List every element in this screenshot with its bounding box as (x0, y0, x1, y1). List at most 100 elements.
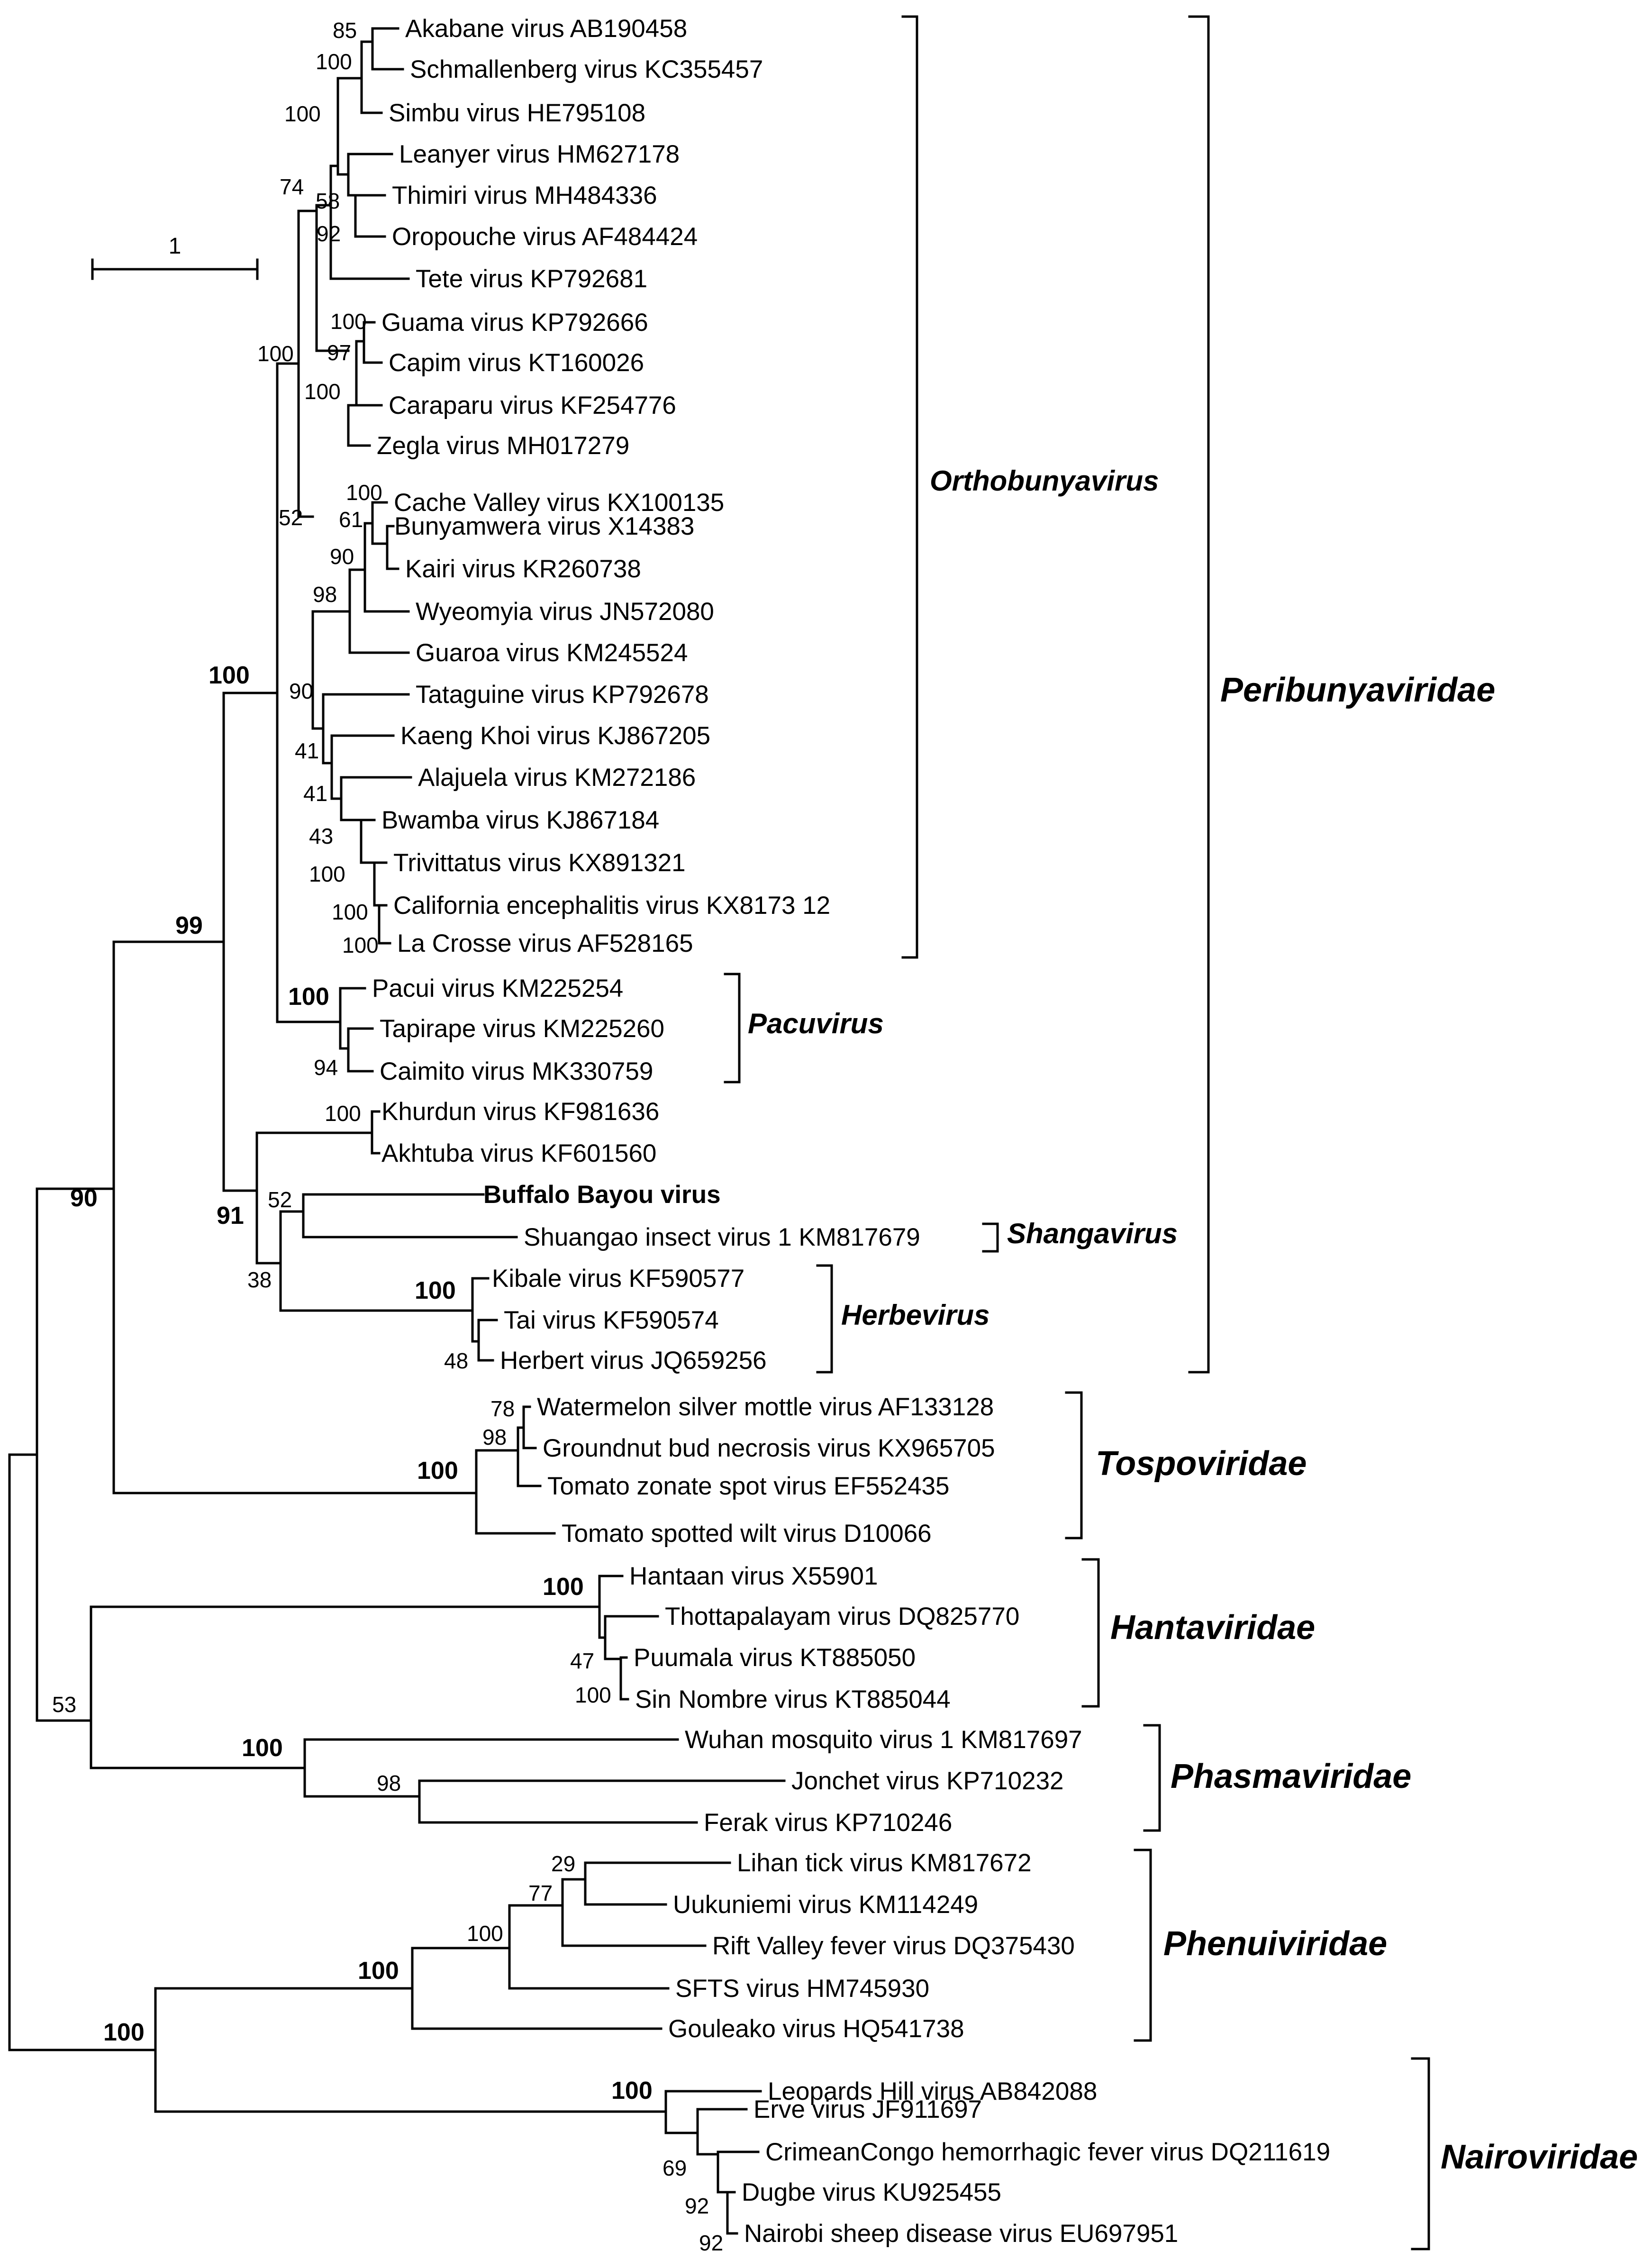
scale-bar: 1 (91, 234, 259, 280)
leaf-label: Groundnut bud necrosis virus KX965705 (543, 1434, 995, 1462)
clade-names: Orthobunyavirus Pacuvirus Shangavirus He… (748, 465, 1638, 2176)
leaf-label: Jonchet virus KP710232 (791, 1767, 1064, 1795)
support-value: 91 (217, 1202, 244, 1230)
leaf-label: Guama virus KP792666 (381, 309, 648, 337)
clade-label-orthobunyavirus: Orthobunyavirus (930, 465, 1159, 497)
support-value: 100 (332, 900, 368, 924)
support-value: 41 (295, 738, 319, 763)
tree-branches (8, 27, 786, 2235)
support-value: 61 (339, 507, 363, 532)
leaf-label: Tomato spotted wilt virus D10066 (562, 1520, 932, 1548)
support-value: 78 (490, 1396, 515, 1421)
leaf-label: Tataguine virus KP792678 (416, 681, 709, 709)
leaf-label: CrimeanCongo hemorrhagic fever virus DQ2… (765, 2138, 1330, 2166)
support-value: 100 (209, 662, 250, 689)
leaf-label: Akhtuba virus KF601560 (381, 1139, 656, 1167)
leaf-label: Kaeng Khoi virus KJ867205 (400, 722, 710, 750)
leaf-label: Thottapalayam virus DQ825770 (665, 1603, 1019, 1630)
leaf-label: Tapirape virus KM225260 (380, 1015, 664, 1043)
leaf-label: Dugbe virus KU925455 (742, 2178, 1001, 2206)
support-value: 43 (309, 824, 333, 848)
clade-brackets (724, 15, 1430, 2250)
leaf-label: Caimito virus MK330759 (380, 1057, 653, 1085)
leaf-label: Guaroa virus KM245524 (416, 639, 688, 667)
leaf-label: California encephalitis virus KX8173 12 (393, 892, 830, 920)
support-value: 99 (175, 912, 203, 939)
support-value: 100 (325, 1101, 361, 1126)
leaf-label: Hantaan virus X55901 (629, 1562, 878, 1590)
leaf-label: Trivittatus virus KX891321 (393, 849, 686, 877)
leaf-label: Nairobi sheep disease virus EU697951 (744, 2220, 1178, 2248)
leaf-label: Akabane virus AB190458 (405, 15, 687, 43)
leaf-label: Capim virus KT160026 (389, 349, 644, 377)
leaf-label-highlighted: Buffalo Bayou virus (483, 1181, 721, 1209)
clade-label-tospoviridae: Tospoviridae (1096, 1445, 1307, 1483)
support-value: 92 (317, 221, 341, 246)
clade-label-peribunyaviridae: Peribunyaviridae (1220, 671, 1495, 709)
support-value: 100 (257, 341, 294, 366)
leaf-label: Schmallenberg virus KC355457 (410, 55, 763, 83)
support-value: 100 (288, 983, 329, 1011)
leaf-label: Leanyer virus HM627178 (399, 140, 680, 168)
support-value: 100 (358, 1957, 399, 1985)
support-values: 85 100 100 58 92 74 100 97 100 100 100 6… (52, 18, 723, 2255)
support-value: 100 (467, 1921, 503, 1946)
support-value: 53 (52, 1692, 76, 1717)
leaf-label: Simbu virus HE795108 (389, 99, 645, 127)
support-value: 98 (313, 582, 337, 607)
support-value: 98 (377, 1771, 401, 1795)
leaf-label: Khurdun virus KF981636 (381, 1098, 659, 1126)
leaf-label: Tai virus KF590574 (504, 1306, 719, 1334)
leaf-label: Herbert virus JQ659256 (500, 1347, 767, 1375)
leaf-label: Bwamba virus KJ867184 (381, 806, 659, 834)
leaf-label: Ferak virus KP710246 (704, 1809, 952, 1837)
leaf-label: Caraparu virus KF254776 (389, 392, 676, 419)
leaf-label: Wyeomyia virus JN572080 (416, 598, 714, 626)
support-value: 41 (303, 781, 327, 806)
support-value: 94 (314, 1055, 338, 1080)
leaf-label: Oropouche virus AF484424 (392, 223, 698, 251)
support-value: 29 (551, 1851, 575, 1876)
support-value: 48 (444, 1348, 468, 1373)
support-value: 92 (685, 2194, 709, 2218)
leaf-label: Cache Valley virus KX100135 (394, 489, 724, 517)
leaf-label: SFTS virus HM745930 (675, 1975, 929, 2003)
support-value: 90 (330, 544, 354, 569)
leaf-label: Bunyamwera virus X14383 (394, 512, 694, 540)
leaf-label: Puumala virus KT885050 (634, 1644, 916, 1672)
leaf-label: Tete virus KP792681 (416, 265, 647, 293)
support-value: 38 (247, 1267, 272, 1292)
leaf-label: Tomato zonate spot virus EF552435 (547, 1472, 950, 1500)
support-value: 97 (327, 340, 351, 365)
support-value: 100 (611, 2077, 653, 2104)
support-value: 100 (304, 379, 341, 404)
clade-label-phenuiviridae: Phenuiviridae (1163, 1925, 1387, 1963)
support-value: 98 (482, 1425, 507, 1449)
leaf-label: Wuhan mosquito virus 1 KM817697 (685, 1726, 1082, 1754)
clade-label-nairoviridae: Nairoviridae (1441, 2138, 1638, 2176)
support-value: 90 (70, 1184, 98, 1212)
leaf-label: Rift Valley fever virus DQ375430 (712, 1932, 1075, 1960)
support-value: 100 (417, 1457, 458, 1485)
leaf-label: Sin Nombre virus KT885044 (635, 1685, 951, 1713)
clade-label-herbevirus: Herbevirus (841, 1299, 989, 1331)
support-value: 100 (342, 933, 379, 957)
leaf-label: Thimiri virus MH484336 (392, 182, 657, 210)
leaf-label: Zegla virus MH017279 (377, 432, 629, 460)
support-value: 100 (242, 1734, 283, 1762)
leaf-label: Kairi virus KR260738 (405, 555, 641, 583)
support-value: 100 (103, 2019, 145, 2046)
leaf-label: Gouleako virus HQ541738 (668, 2015, 964, 2043)
leaf-label: Alajuela virus KM272186 (418, 764, 696, 792)
support-value: 52 (268, 1187, 292, 1212)
support-value: 100 (415, 1277, 456, 1304)
clade-label-hantaviridae: Hantaviridae (1110, 1609, 1315, 1647)
leaf-label: Kibale virus KF590577 (492, 1265, 744, 1293)
support-value: 100 (346, 480, 382, 505)
support-value: 74 (280, 174, 304, 199)
clade-label-shangavirus: Shangavirus (1007, 1218, 1178, 1249)
support-value: 100 (330, 309, 367, 334)
clade-label-pacuvirus: Pacuvirus (748, 1008, 884, 1039)
support-value: 100 (543, 1573, 584, 1601)
leaf-label: Shuangao insect virus 1 KM817679 (524, 1223, 920, 1251)
